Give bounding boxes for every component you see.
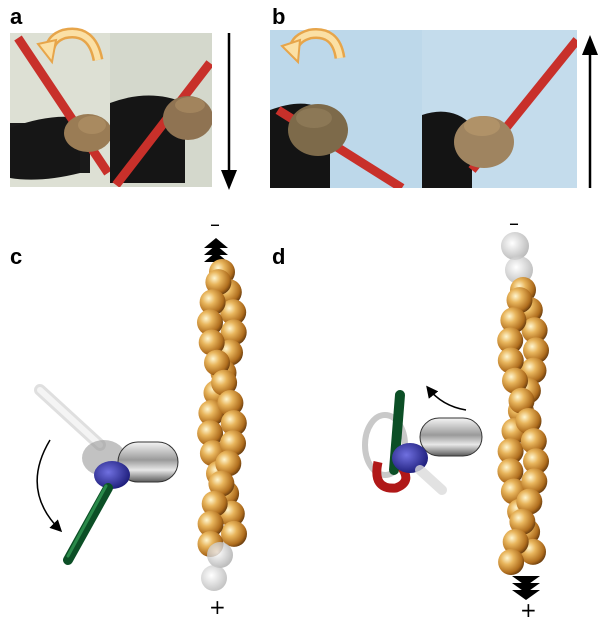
- rotation-arc-d: [428, 388, 466, 410]
- chevron-stack-icon: [512, 576, 540, 600]
- rotation-arc-c: [37, 440, 60, 530]
- minus-end-label-c: –: [210, 214, 220, 234]
- minus-end-label-d: –: [509, 213, 519, 233]
- grey-end-beads-d: [501, 232, 533, 284]
- actin-bead: [498, 549, 524, 575]
- actin-filament-c: [197, 259, 247, 557]
- direction-up-arrow-icon: [582, 35, 598, 188]
- chevron-stack-icon: [204, 238, 228, 262]
- plus-end-label-c: +: [209, 597, 226, 617]
- rotation-arrow-icon: [38, 33, 98, 62]
- direction-down-arrow-icon: [221, 33, 237, 190]
- actin-filament-d: [497, 277, 549, 575]
- rotation-arrow-icon: [282, 34, 340, 63]
- plus-end-label-d: +: [520, 600, 537, 620]
- myosin-motor-c: [40, 390, 178, 560]
